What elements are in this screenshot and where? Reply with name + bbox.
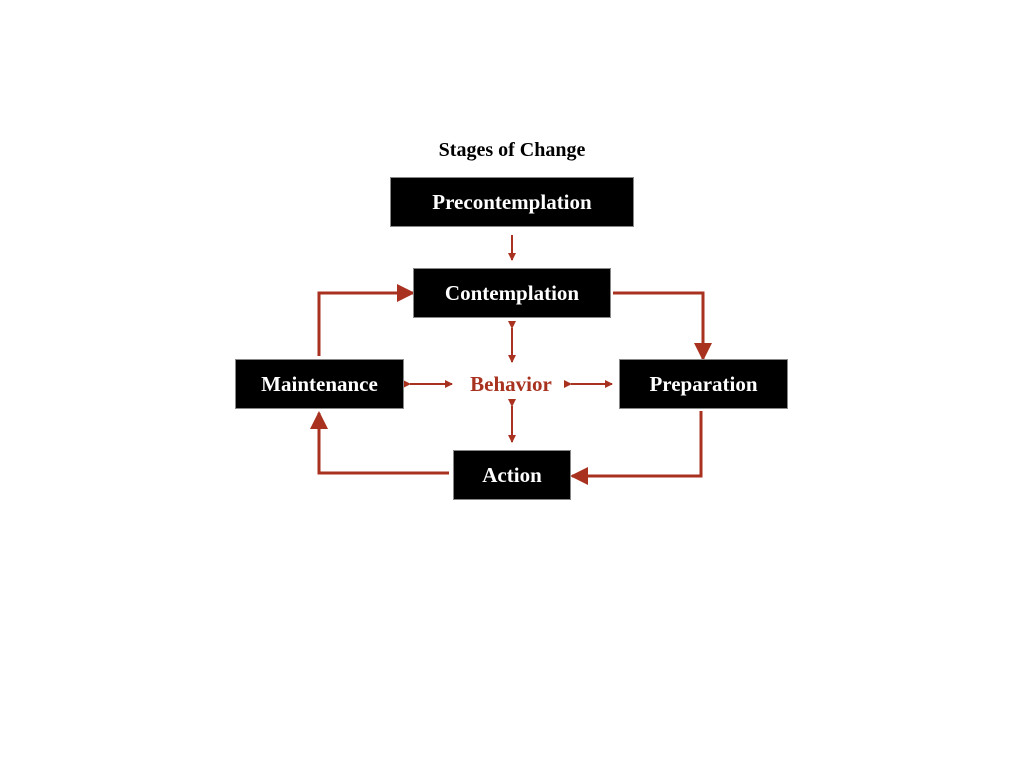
arrow-contemplation-to-preparation xyxy=(613,291,712,361)
stage-action: Action xyxy=(454,451,570,499)
arrow-preparation-to-action xyxy=(570,411,703,485)
diagram-title: Stages of Change xyxy=(438,139,586,161)
arrow-maintenance-to-contemplation xyxy=(317,284,415,356)
stage-maintenance: Maintenance xyxy=(236,360,403,408)
arrow-action-to-maintenance xyxy=(310,411,449,475)
stage-preparation: Preparation xyxy=(620,360,787,408)
stage-contemplation: Contemplation xyxy=(414,269,610,317)
stage-precontemplation: Precontemplation xyxy=(391,178,633,226)
center-behavior-label: Behavior xyxy=(470,372,552,396)
